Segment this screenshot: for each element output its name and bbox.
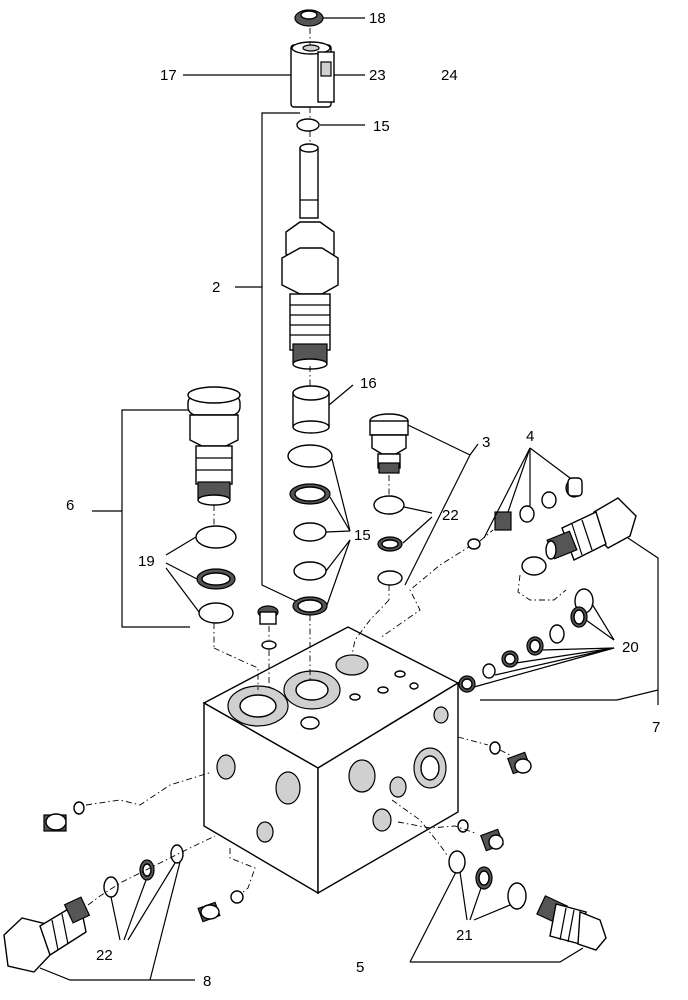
parts-4 <box>467 447 583 550</box>
orings-22-bottom <box>87 835 216 941</box>
cartridge-5 <box>409 871 607 963</box>
callout-4: 4 <box>526 428 534 445</box>
cartridge-valve-7 <box>480 497 659 705</box>
manifold-block <box>202 626 460 895</box>
callout-15-mid: 15 <box>354 527 371 544</box>
callout-17: 17 <box>160 67 177 84</box>
callout-24: 24 <box>441 67 458 84</box>
callout-2: 2 <box>212 279 220 296</box>
plug-left <box>43 771 213 832</box>
coil-nut-18 <box>294 9 365 27</box>
callout-3: 3 <box>482 434 490 451</box>
callout-22-mid: 22 <box>442 507 459 524</box>
callout-20: 20 <box>622 639 639 656</box>
cartridge-valve-6 <box>92 386 241 628</box>
solenoid-coil-17 <box>183 41 365 108</box>
callout-18: 18 <box>369 10 386 27</box>
orings-20 <box>458 588 615 693</box>
callout-7: 7 <box>652 719 660 736</box>
plug-center-small <box>257 605 279 688</box>
callout-8: 8 <box>203 973 211 990</box>
callout-19: 19 <box>138 553 155 570</box>
spacer-16 <box>292 384 354 434</box>
callout-22-bottom: 22 <box>96 947 113 964</box>
callout-21: 21 <box>456 927 473 944</box>
plug-right <box>457 736 532 775</box>
solenoid-valve-2 <box>235 112 339 604</box>
callout-23: 23 <box>369 67 386 84</box>
orings-15-center <box>287 444 351 616</box>
callout-15-top: 15 <box>373 118 390 135</box>
check-valve-3 <box>369 413 479 586</box>
callout-5: 5 <box>356 959 364 976</box>
orings-22-mid <box>373 495 433 586</box>
callout-6: 6 <box>66 497 74 514</box>
oring-7-loose <box>517 556 567 601</box>
parts-21 <box>391 799 527 921</box>
plug-bottom <box>197 848 256 923</box>
oring-15-top <box>296 118 365 132</box>
callout-16: 16 <box>360 375 377 392</box>
cartridge-8 <box>3 861 195 981</box>
orings-19 <box>165 525 237 624</box>
